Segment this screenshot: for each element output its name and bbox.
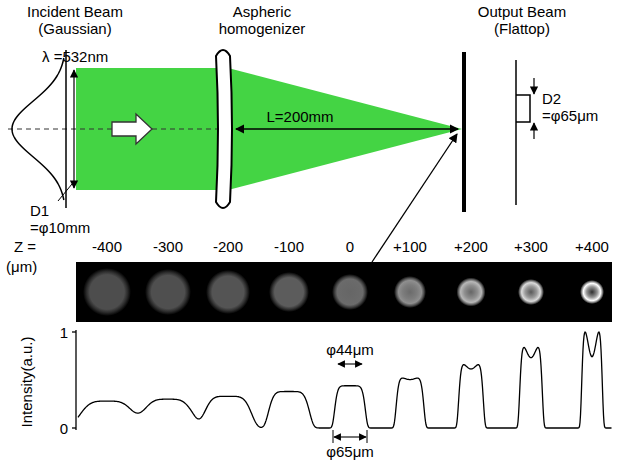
- z-position: -400: [85, 238, 129, 255]
- part-label: Aspheric homogenizer: [208, 3, 316, 37]
- z-position: +300: [509, 238, 553, 255]
- label-holder: Aspheric homogenizer: [208, 3, 316, 37]
- tick: [72, 427, 76, 428]
- intensity-profile: [78, 332, 612, 428]
- beam-spot: [83, 268, 131, 316]
- beam-spot: [580, 280, 604, 304]
- dimension-label: L=200mm: [260, 108, 340, 125]
- z-position: +200: [449, 238, 493, 255]
- gaussian-profile: [12, 58, 64, 200]
- aspheric-lens: [216, 50, 232, 208]
- label-holder: 1: [56, 324, 72, 341]
- z-position: -100: [267, 238, 311, 255]
- label-holder: +300: [509, 238, 553, 255]
- z-position: 0: [328, 238, 372, 255]
- tick-label: 1: [56, 324, 72, 341]
- spot-image-strip: [76, 262, 612, 322]
- beam-spot: [332, 274, 368, 310]
- tick-label: 0: [56, 420, 72, 437]
- dimension-label: φ65μm: [318, 443, 382, 460]
- label-holder: -200: [206, 238, 250, 255]
- label-holder: +400: [570, 238, 614, 255]
- beam-spot: [269, 272, 309, 312]
- label-holder: Incident Beam (Gaussian): [17, 3, 133, 37]
- label-holder: λ =532nm: [42, 48, 108, 65]
- dimension-label: D2 =φ65μm: [542, 90, 614, 124]
- label-holder: 0: [56, 420, 72, 437]
- beam-label: Output Beam (Flattop): [469, 3, 575, 37]
- focused-beam: [228, 68, 462, 190]
- tick: [72, 331, 76, 332]
- beam-spot: [457, 278, 486, 307]
- output-axis: [515, 60, 517, 205]
- label-holder: D1 =φ10mm: [30, 202, 96, 236]
- dimension-label: D1 =φ10mm: [30, 202, 96, 236]
- l-dimension: [236, 128, 458, 129]
- label-holder: L=200mm: [260, 108, 340, 125]
- dimension-label: φ44μm: [318, 341, 382, 358]
- label-holder: -100: [267, 238, 311, 255]
- axis-label: Z =: [14, 238, 36, 255]
- z-position: +100: [388, 238, 432, 255]
- flattop-profile: [516, 95, 530, 122]
- label-holder: φ44μm: [318, 341, 382, 358]
- label-holder: φ65μm: [318, 443, 382, 460]
- label-holder: -300: [146, 238, 190, 255]
- label-holder: +100: [388, 238, 432, 255]
- label-holder: Z =: [14, 238, 36, 255]
- z-position: +400: [570, 238, 614, 255]
- profile-axis: [65, 50, 67, 208]
- screen: [462, 52, 466, 212]
- axis-title: Intensity(a.u.): [18, 337, 35, 428]
- z-position: -200: [206, 238, 250, 255]
- label-holder: Intensity(a.u.): [18, 337, 35, 428]
- top-width-dimension: [338, 363, 362, 364]
- label-holder: 0: [328, 238, 372, 255]
- beam-label: Incident Beam (Gaussian): [17, 3, 133, 37]
- label-holder: -400: [85, 238, 129, 255]
- beam-spot: [394, 276, 426, 308]
- d2-arrow: [533, 123, 534, 139]
- pointer-line: [372, 134, 457, 262]
- label-holder: (μm): [6, 258, 37, 275]
- spot-images: [83, 268, 604, 316]
- beam-spot: [518, 279, 544, 305]
- z-position: -300: [146, 238, 190, 255]
- label-holder: Output Beam (Flattop): [469, 3, 575, 37]
- beam-spot: [145, 269, 191, 315]
- unit-label: (μm): [6, 258, 37, 275]
- direction-arrow: [112, 114, 152, 144]
- d1-dimension: [73, 70, 74, 188]
- wavelength-label: λ =532nm: [42, 48, 108, 65]
- beam-spot: [206, 270, 250, 314]
- extension-line: [333, 430, 334, 443]
- label-holder: +200: [449, 238, 493, 255]
- base-width-dimension: [334, 436, 366, 437]
- y-axis: [75, 330, 76, 430]
- label-holder: D2 =φ65μm: [542, 90, 614, 124]
- extension-line: [367, 430, 368, 443]
- d2-arrow: [533, 78, 534, 94]
